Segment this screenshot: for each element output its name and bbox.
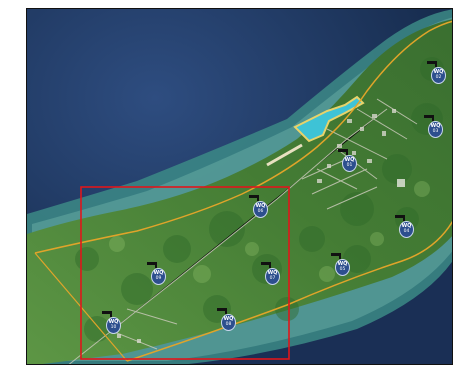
- flag-icon: [331, 253, 340, 256]
- island-boundary-line: [34, 20, 452, 254]
- flag-icon: [217, 308, 226, 311]
- flag-icon: [424, 115, 433, 118]
- flag-icon: [147, 262, 156, 265]
- flag-icon: [261, 262, 270, 265]
- flag-icon: [102, 311, 111, 314]
- satellite-imagery: [27, 9, 452, 364]
- vegetation-texture: [75, 57, 444, 342]
- flag-icon: [427, 61, 436, 64]
- flag-icon: [249, 195, 258, 198]
- flag-icon: [395, 215, 404, 218]
- harbor-channel: [266, 143, 303, 167]
- clearings: [109, 181, 430, 283]
- open-sea-area: [128, 251, 452, 364]
- focus-area-box[interactable]: [80, 186, 290, 360]
- flag-icon: [338, 149, 347, 152]
- buildings: [117, 109, 405, 343]
- island-boundary-line-south: [126, 220, 452, 362]
